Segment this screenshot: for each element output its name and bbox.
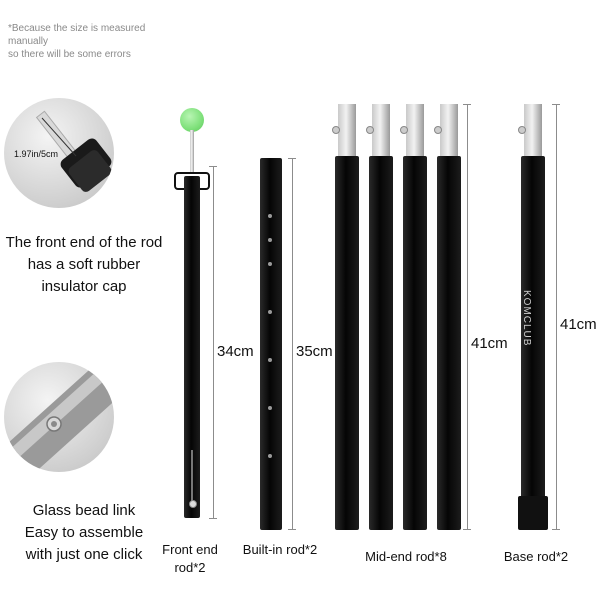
mid-rod-bead	[434, 126, 442, 134]
dim-tick-built-in-bottom	[288, 529, 296, 530]
mid-rod-connector	[406, 104, 424, 158]
dim-tick-front-top	[209, 166, 217, 167]
mid-end-rod-caption: Mid-end rod*8	[354, 548, 458, 566]
rod-hole	[268, 406, 272, 410]
dim-tick-built-in-top	[288, 158, 296, 159]
dim-tick-mid-end-bottom	[463, 529, 471, 530]
mid-rod-bead	[332, 126, 340, 134]
front-end-rod-caption: Front end rod*2	[150, 541, 230, 577]
dim-tick-base-top	[552, 104, 560, 105]
bead-link-description: Glass bead link Easy to assemble with ju…	[0, 500, 168, 566]
bead-link-illustration	[4, 362, 114, 472]
rubber-cap-line-2: has a soft rubber	[27, 256, 141, 273]
disclaimer-line-2: so there will be some errors	[8, 49, 131, 60]
rod-hole	[268, 238, 272, 242]
base-rod-foot-cap	[518, 496, 548, 530]
mid-rod-body	[335, 156, 359, 530]
disclaimer-note: *Because the size is measured manually s…	[8, 22, 188, 61]
dim-tick-front-bottom	[209, 518, 217, 519]
base-rod-bead	[518, 126, 526, 134]
front-end-caption-line-2: rod*2	[174, 560, 206, 575]
green-tip-ball-icon	[180, 108, 204, 132]
built-in-rod-length: 35cm	[296, 343, 333, 360]
cap-measure-label: 1.97in/5cm	[14, 149, 59, 159]
dim-line-front	[213, 166, 214, 518]
brand-logo: KOMCLUB	[521, 290, 532, 347]
bead-link-line-3: with just one click	[25, 546, 143, 563]
front-end-caption-line-1: Front end	[162, 542, 218, 557]
mid-rod-connector	[338, 104, 356, 158]
dim-line-mid-end	[467, 104, 468, 530]
front-rod-bead	[189, 500, 197, 508]
front-rod-body	[184, 176, 200, 518]
mid-rod-body	[369, 156, 393, 530]
mid-rod-bead	[400, 126, 408, 134]
rod-hole	[268, 262, 272, 266]
dim-line-built-in	[292, 158, 293, 530]
base-rod-caption: Base rod*2	[496, 548, 576, 566]
rubber-cap-line-3: insulator cap	[41, 278, 127, 295]
dim-tick-mid-end-top	[463, 104, 471, 105]
mid-rod-body	[403, 156, 427, 530]
dim-line-base	[556, 104, 557, 530]
front-rod-length: 34cm	[217, 343, 254, 360]
base-rod-connector	[524, 104, 542, 158]
rod-hole	[268, 358, 272, 362]
rubber-cap-illustration	[35, 110, 112, 192]
rod-hole	[268, 454, 272, 458]
dim-tick-base-bottom	[552, 529, 560, 530]
bead-link-closeup	[4, 362, 114, 472]
base-rod-body	[521, 156, 545, 500]
mid-end-rod-length: 41cm	[471, 335, 508, 352]
bead-link-line-1: Glass bead link	[32, 502, 136, 519]
bead-link-line-2: Easy to assemble	[24, 524, 144, 541]
rubber-cap-description: The front end of the rod has a soft rubb…	[0, 232, 168, 298]
base-caption-line-1: Base rod*2	[503, 549, 569, 564]
built-in-rod-caption: Built-in rod*2	[234, 541, 326, 559]
built-in-caption-line-1: Built-in rod*2	[242, 542, 318, 557]
mid-rod-connector	[440, 104, 458, 158]
front-tip-pin	[190, 130, 194, 174]
front-rod-slot	[191, 450, 193, 506]
mid-end-caption-line-1: Mid-end rod*8	[365, 549, 447, 564]
built-in-rod-body	[260, 158, 282, 530]
rubber-cap-line-1: The front end of the rod	[5, 234, 163, 251]
rod-hole	[268, 310, 272, 314]
disclaimer-line-1: *Because the size is measured manually	[8, 23, 146, 47]
rubber-cap-closeup	[4, 98, 114, 208]
rod-hole	[268, 214, 272, 218]
mid-rod-body	[437, 156, 461, 530]
base-rod-length: 41cm	[560, 316, 597, 333]
mid-rod-bead	[366, 126, 374, 134]
mid-rod-connector	[372, 104, 390, 158]
